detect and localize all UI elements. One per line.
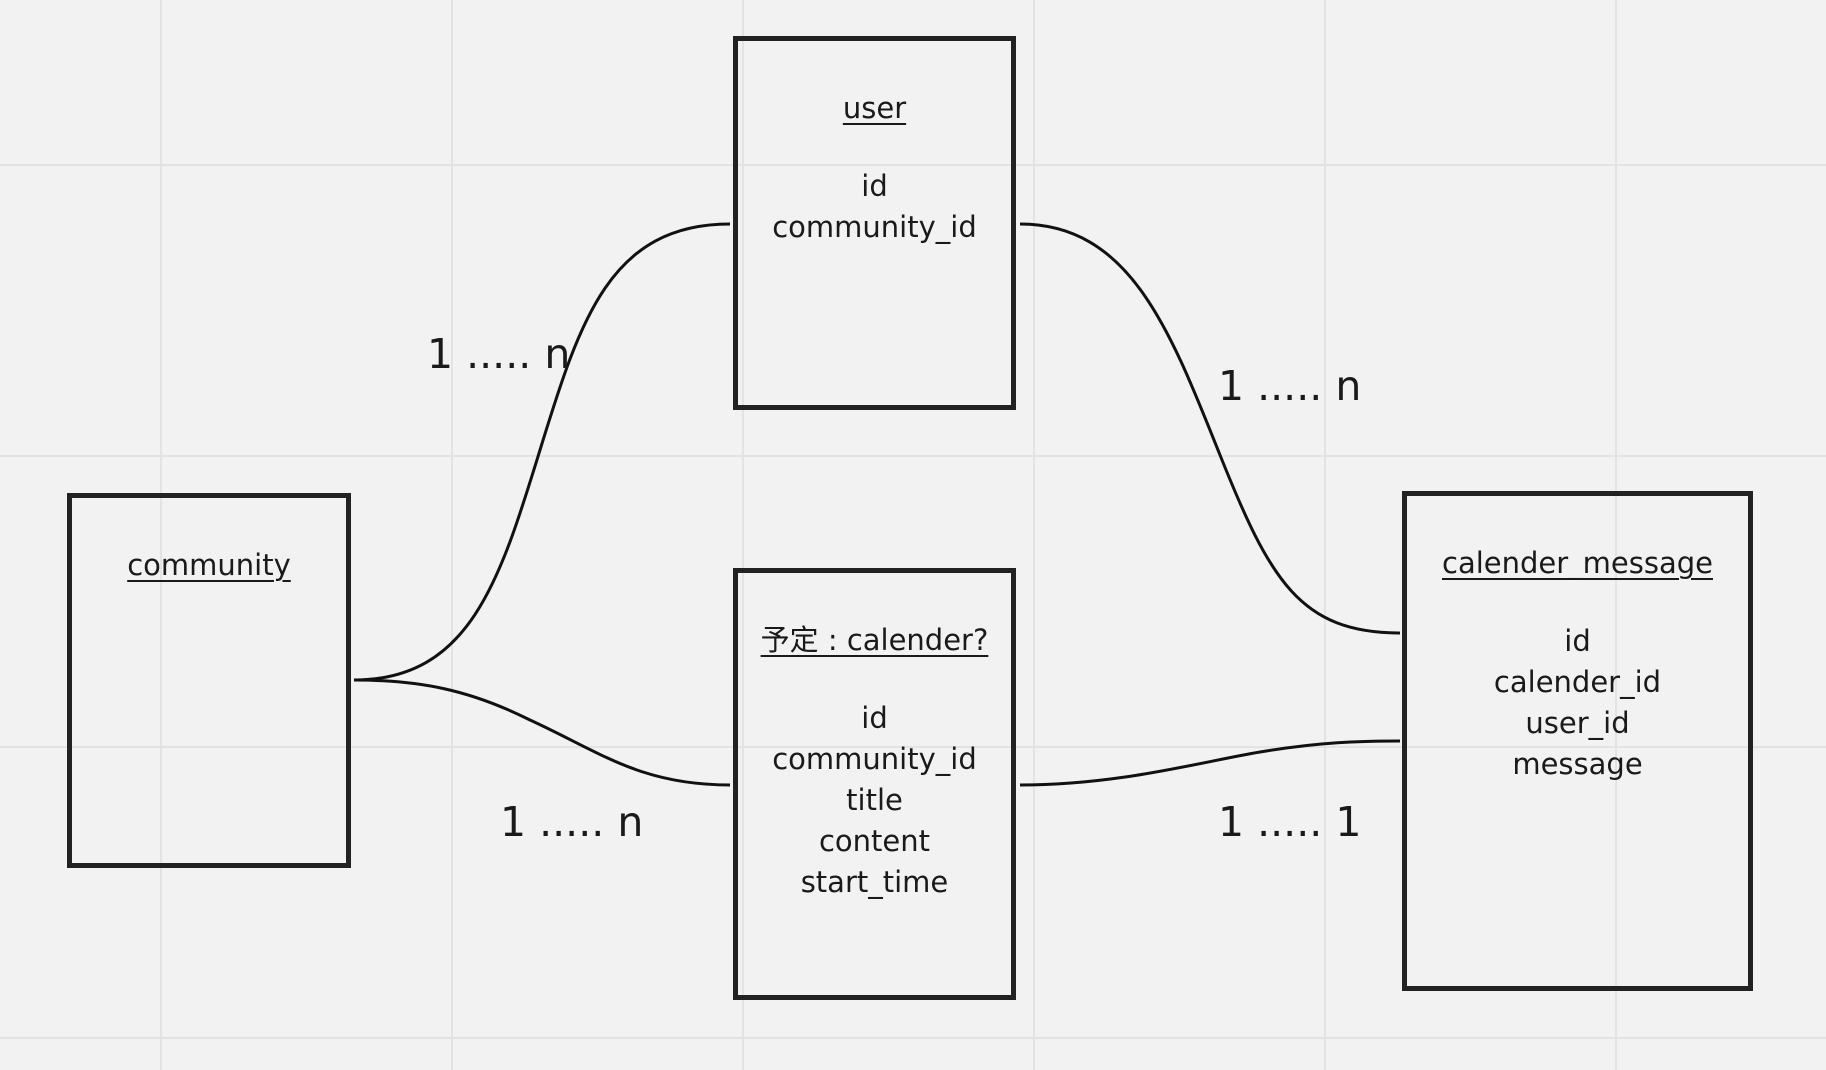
entity-user[interactable]: user id community_id xyxy=(733,36,1016,410)
cardinality-community-calender: 1 ..... n xyxy=(500,798,644,846)
field-calender-id: id xyxy=(861,700,888,735)
field-user-id: id xyxy=(861,168,888,203)
field-list-user: id community_id xyxy=(738,166,1011,248)
entity-calender-message[interactable]: calender_message id calender_id user_id … xyxy=(1402,491,1753,991)
field-calender-content: content xyxy=(818,823,931,858)
entity-title-calender: 予定 : calender? xyxy=(760,623,989,657)
entity-title-user: user xyxy=(842,91,907,125)
connector-community-user[interactable] xyxy=(353,222,731,682)
field-calender-message-message: message xyxy=(1512,746,1643,781)
field-calender-message-user-id: user_id xyxy=(1525,705,1630,740)
entity-community[interactable]: community xyxy=(67,493,351,868)
field-calender-message-id: id xyxy=(1564,623,1591,658)
connector-community-calender[interactable] xyxy=(353,678,731,787)
connector-calender-calender-message[interactable] xyxy=(1019,739,1401,787)
cardinality-community-user: 1 ..... n xyxy=(427,330,571,378)
entity-title-calender-message: calender_message xyxy=(1442,546,1713,580)
field-calender-start-time: start_time xyxy=(800,864,949,899)
field-calender-community-id: community_id xyxy=(772,741,977,776)
connector-user-calender-message[interactable] xyxy=(1019,222,1401,635)
entity-title-community: community xyxy=(127,548,291,582)
field-list-calender-message: id calender_id user_id message xyxy=(1407,621,1748,785)
cardinality-calender-calender-message: 1 ..... 1 xyxy=(1218,798,1362,846)
cardinality-user-calender-message: 1 ..... n xyxy=(1218,362,1362,410)
field-calender-message-calender-id: calender_id xyxy=(1493,664,1662,699)
field-calender-title: title xyxy=(846,782,903,817)
field-user-community-id: community_id xyxy=(772,209,977,244)
entity-calender[interactable]: 予定 : calender? id community_id title con… xyxy=(733,568,1016,1000)
field-list-calender: id community_id title content start_time xyxy=(738,698,1011,903)
